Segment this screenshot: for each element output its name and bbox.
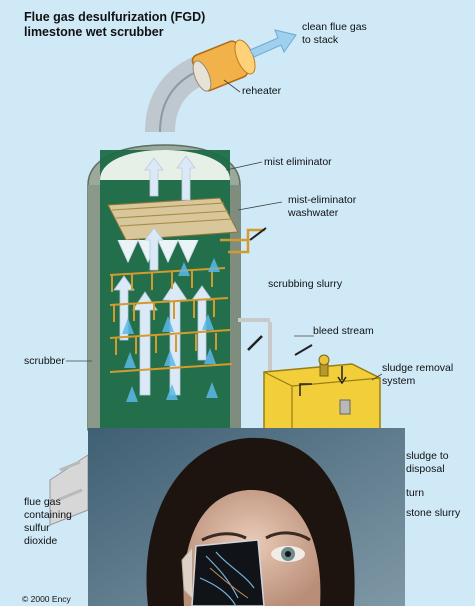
label-clean-flue-gas: clean flue gas to stack	[302, 21, 367, 47]
label-return: turn	[406, 487, 424, 500]
scrubber-tower	[88, 145, 240, 432]
label-bleed-stream: bleed stream	[313, 325, 374, 338]
right-eye	[271, 546, 305, 562]
figure-title-line-2: limestone wet scrubber	[24, 25, 164, 40]
label-sludge-removal-system: sludge removal system	[382, 362, 453, 388]
copyright-notice: © 2000 Ency	[22, 594, 71, 604]
label-mist-eliminator: mist eliminator	[264, 156, 332, 169]
portrait-illustration	[88, 428, 405, 606]
overlay-portrait-photo	[88, 428, 405, 606]
label-limestone-slurry: stone slurry	[406, 507, 460, 520]
figure-title-line-1: Flue gas desulfurization (FGD)	[24, 10, 205, 25]
label-scrubber: scrubber	[24, 355, 65, 368]
label-sludge-to-disposal: sludge to disposal	[406, 450, 449, 476]
label-scrubbing-slurry: scrubbing slurry	[268, 278, 342, 291]
label-flue-gas-inlet: flue gas containing sulfur dioxide	[24, 496, 72, 548]
label-mist-eliminator-washwater: mist-eliminator washwater	[288, 194, 356, 220]
label-reheater: reheater	[242, 85, 281, 98]
